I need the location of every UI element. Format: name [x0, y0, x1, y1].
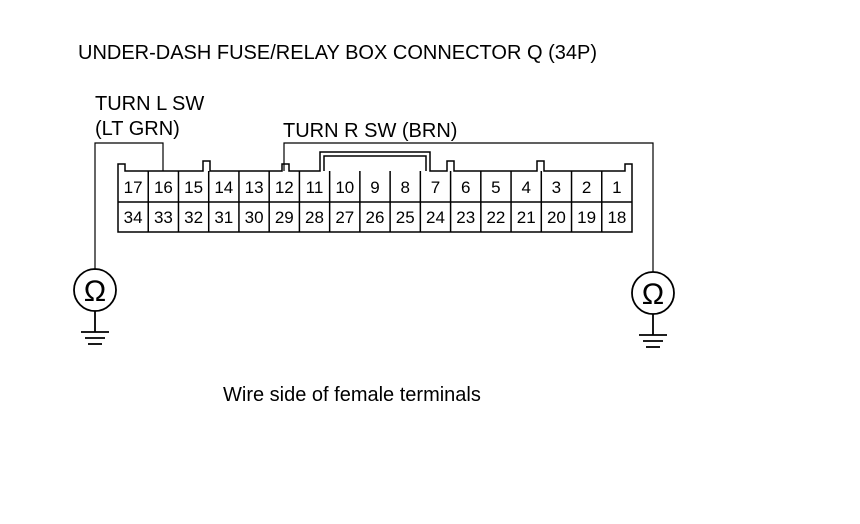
pin-34: 34 — [124, 208, 143, 227]
left-ohmmeter: Ω — [73, 268, 117, 312]
pin-24: 24 — [426, 208, 445, 227]
pin-6: 6 — [461, 178, 470, 197]
turn-l-sw-label: TURN L SW — [95, 93, 204, 115]
pin-22: 22 — [486, 208, 505, 227]
connector-34p — [117, 151, 633, 233]
left-ohm-symbol: Ω — [84, 275, 106, 308]
diagram-caption: Wire side of female terminals — [223, 384, 481, 406]
pin-numbers-top: 17 16 15 14 13 12 11 10 9 8 7 6 5 4 3 2 … — [124, 178, 622, 197]
pin-17: 17 — [124, 178, 143, 197]
pin-16: 16 — [154, 178, 173, 197]
pin-14: 14 — [214, 178, 233, 197]
pin-4: 4 — [521, 178, 530, 197]
pin-27: 27 — [335, 208, 354, 227]
pin-29: 29 — [275, 208, 294, 227]
pin-11: 11 — [306, 178, 324, 197]
connector-lock-tab — [323, 155, 427, 171]
pin-3: 3 — [552, 178, 561, 197]
diagram-title: UNDER-DASH FUSE/RELAY BOX CONNECTOR Q (3… — [78, 42, 597, 64]
pin-15: 15 — [184, 178, 203, 197]
pin-19: 19 — [577, 208, 596, 227]
pin-32: 32 — [184, 208, 203, 227]
right-probe-wire — [283, 142, 654, 272]
pin-30: 30 — [245, 208, 264, 227]
pin-26: 26 — [366, 208, 385, 227]
pin-1: 1 — [612, 178, 621, 197]
pin-7: 7 — [431, 178, 440, 197]
left-ground-icon — [81, 311, 109, 345]
pin-9: 9 — [370, 178, 379, 197]
left-probe-wire — [94, 142, 164, 270]
turn-l-sw-wire-color: (LT GRN) — [95, 118, 180, 140]
pin-8: 8 — [400, 178, 409, 197]
pin-5: 5 — [491, 178, 500, 197]
pin-2: 2 — [582, 178, 591, 197]
turn-r-sw-label: TURN R SW (BRN) — [283, 120, 457, 142]
pin-numbers-bottom: 34 33 32 31 30 29 28 27 26 25 24 23 22 2… — [124, 208, 627, 227]
right-ground-icon — [639, 314, 667, 348]
pin-23: 23 — [456, 208, 475, 227]
pin-10: 10 — [335, 178, 354, 197]
pin-31: 31 — [214, 208, 233, 227]
pin-20: 20 — [547, 208, 566, 227]
pin-33: 33 — [154, 208, 173, 227]
pin-13: 13 — [245, 178, 264, 197]
pin-21: 21 — [517, 208, 536, 227]
pin-25: 25 — [396, 208, 415, 227]
pin-28: 28 — [305, 208, 324, 227]
pin-18: 18 — [607, 208, 626, 227]
right-ohm-symbol: Ω — [642, 278, 664, 311]
pin-12: 12 — [275, 178, 294, 197]
right-ohmmeter: Ω — [631, 271, 675, 315]
